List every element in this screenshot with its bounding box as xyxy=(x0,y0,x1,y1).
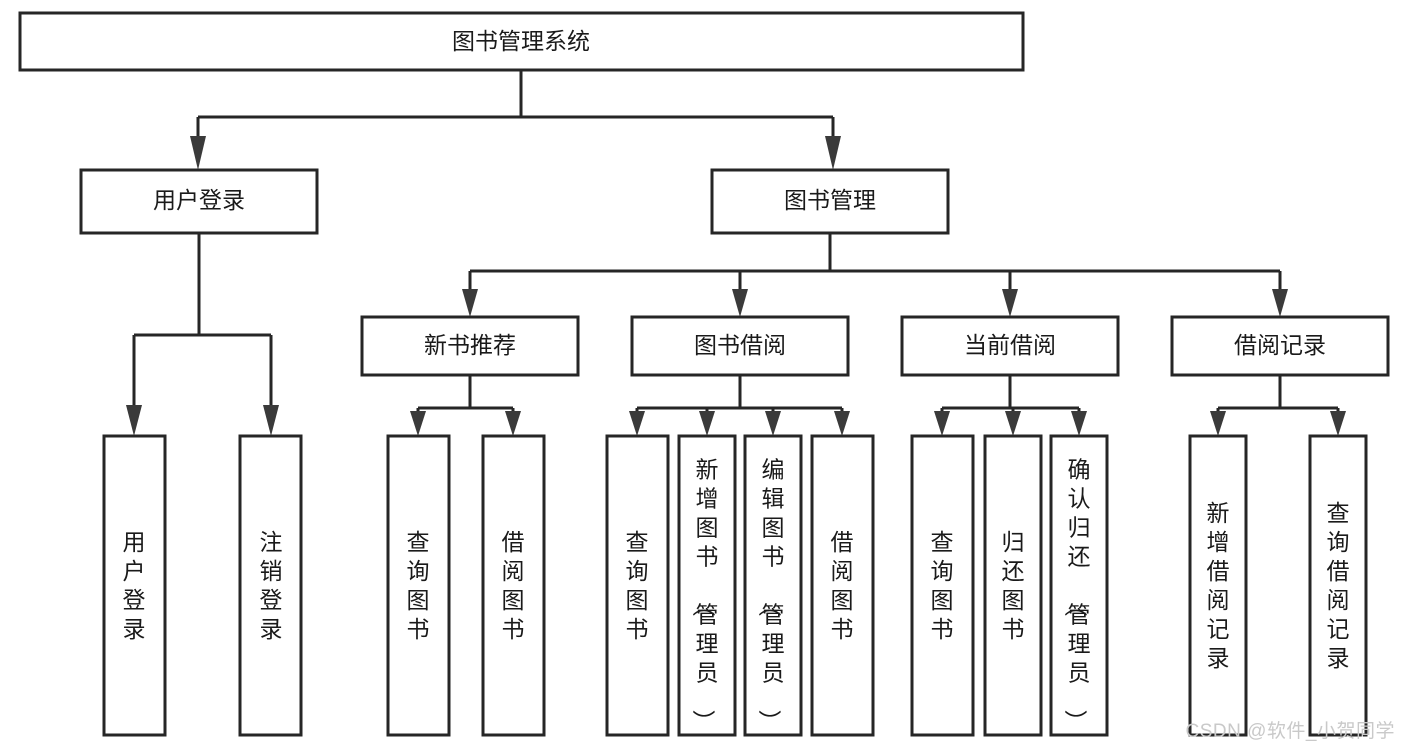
node-leaf-query-book-borrow-box[interactable] xyxy=(605,434,670,737)
arrowhead-icon xyxy=(505,411,521,436)
arrowhead-icon xyxy=(1002,289,1018,317)
node-leaf-borrow-book-recommend-label: 借阅图书 xyxy=(502,529,525,642)
arrowhead-icon xyxy=(190,136,206,170)
arrowhead-icon xyxy=(410,411,426,436)
arrowhead-icon xyxy=(934,411,950,436)
node-leaf-query-book-recommend[interactable]: 查询图书 xyxy=(386,434,451,737)
node-leaf-query-book-current-box[interactable] xyxy=(910,434,975,737)
node-borrow-record[interactable]: 借阅记录 xyxy=(1170,315,1390,377)
node-book-borrow[interactable]: 图书借阅 xyxy=(630,315,850,377)
arrowhead-icon xyxy=(1005,411,1021,436)
node-leaf-return-book-box[interactable] xyxy=(983,434,1043,737)
arrowhead-icon xyxy=(462,289,478,317)
node-leaf-add-borrow-record-box[interactable] xyxy=(1188,434,1248,737)
node-leaf-edit-book-admin-box[interactable] xyxy=(743,434,803,737)
arrowhead-icon xyxy=(1210,411,1226,436)
arrowhead-icon xyxy=(732,289,748,317)
node-current-borrow-label: 当前借阅 xyxy=(964,332,1056,358)
node-leaf-user-login[interactable]: 用户登录 xyxy=(102,434,167,737)
node-leaf-add-book-admin-label: 新增图书（管理员） xyxy=(691,457,719,733)
node-root-label: 图书管理系统 xyxy=(452,28,590,54)
node-book-borrow-box[interactable] xyxy=(630,315,850,377)
node-leaf-add-book-admin[interactable]: 新增图书（管理员） xyxy=(677,434,737,737)
node-leaf-logout[interactable]: 注销登录 xyxy=(238,434,303,737)
node-user-login-box[interactable] xyxy=(79,168,319,235)
node-leaf-logout-box[interactable] xyxy=(238,434,303,737)
arrowhead-icon xyxy=(1272,289,1288,317)
node-book-manage[interactable]: 图书管理 xyxy=(710,168,950,235)
node-leaf-query-book-borrow-label: 查询图书 xyxy=(626,529,649,642)
node-leaf-confirm-return-admin-box[interactable] xyxy=(1049,434,1109,737)
node-leaf-add-borrow-record-label: 新增借阅记录 xyxy=(1207,500,1230,671)
node-leaf-query-book-recommend-box[interactable] xyxy=(386,434,451,737)
node-leaf-add-borrow-record[interactable]: 新增借阅记录 xyxy=(1188,434,1248,737)
node-leaf-add-book-admin-box[interactable] xyxy=(677,434,737,737)
arrowhead-icon xyxy=(825,136,841,170)
arrowhead-icon xyxy=(699,411,715,436)
node-book-manage-label: 图书管理 xyxy=(784,187,876,213)
arrowhead-icon xyxy=(1330,411,1346,436)
node-borrow-record-label: 借阅记录 xyxy=(1234,332,1326,358)
node-leaf-query-book-current-label: 查询图书 xyxy=(931,529,954,642)
node-leaf-query-borrow-record-box[interactable] xyxy=(1308,434,1368,737)
node-leaf-borrow-book-label: 借阅图书 xyxy=(831,529,854,642)
node-root[interactable]: 图书管理系统 xyxy=(18,11,1025,72)
node-leaf-confirm-return-admin-label: 确认归还（管理员） xyxy=(1063,457,1091,733)
node-leaf-user-login-box[interactable] xyxy=(102,434,167,737)
node-leaf-borrow-book[interactable]: 借阅图书 xyxy=(810,434,875,737)
node-leaf-return-book-label: 归还图书 xyxy=(1002,529,1025,642)
node-book-manage-box[interactable] xyxy=(710,168,950,235)
node-leaf-borrow-book-recommend-box[interactable] xyxy=(481,434,546,737)
node-leaf-borrow-book-box[interactable] xyxy=(810,434,875,737)
node-root-box[interactable] xyxy=(18,11,1025,72)
arrowhead-icon xyxy=(263,405,279,436)
node-leaf-return-book[interactable]: 归还图书 xyxy=(983,434,1043,737)
node-current-borrow-box[interactable] xyxy=(900,315,1120,377)
arrowhead-icon xyxy=(629,411,645,436)
arrowhead-icon xyxy=(1071,411,1087,436)
node-leaf-edit-book-admin[interactable]: 编辑图书（管理员） xyxy=(743,434,803,737)
node-leaf-query-borrow-record-label: 查询借阅记录 xyxy=(1327,500,1350,671)
node-leaf-query-book-recommend-label: 查询图书 xyxy=(407,529,430,642)
node-leaf-borrow-book-recommend[interactable]: 借阅图书 xyxy=(481,434,546,737)
node-new-book-recommend-label: 新书推荐 xyxy=(424,332,516,358)
arrowhead-icon xyxy=(765,411,781,436)
node-leaf-logout-label: 注销登录 xyxy=(260,529,283,642)
node-new-book-recommend[interactable]: 新书推荐 xyxy=(360,315,580,377)
arrowhead-layer xyxy=(126,136,1346,436)
node-layer: 图书管理系统 用户登录 图书管理 新书推荐 图书借阅 xyxy=(18,11,1390,737)
node-leaf-edit-book-admin-label: 编辑图书（管理员） xyxy=(757,457,785,733)
node-new-book-recommend-box[interactable] xyxy=(360,315,580,377)
node-leaf-confirm-return-admin[interactable]: 确认归还（管理员） xyxy=(1049,434,1109,737)
node-user-login-label: 用户登录 xyxy=(153,187,245,213)
node-leaf-user-login-label: 用户登录 xyxy=(123,529,146,642)
node-user-login[interactable]: 用户登录 xyxy=(79,168,319,235)
node-leaf-query-book-current[interactable]: 查询图书 xyxy=(910,434,975,737)
node-leaf-query-borrow-record[interactable]: 查询借阅记录 xyxy=(1308,434,1368,737)
node-current-borrow[interactable]: 当前借阅 xyxy=(900,315,1120,377)
csdn-watermark: CSDN @软件_小贺同学 xyxy=(1185,721,1395,742)
node-book-borrow-label: 图书借阅 xyxy=(694,332,786,358)
arrowhead-icon xyxy=(834,411,850,436)
node-borrow-record-box[interactable] xyxy=(1170,315,1390,377)
node-leaf-query-book-borrow[interactable]: 查询图书 xyxy=(605,434,670,737)
arrowhead-icon xyxy=(126,405,142,436)
